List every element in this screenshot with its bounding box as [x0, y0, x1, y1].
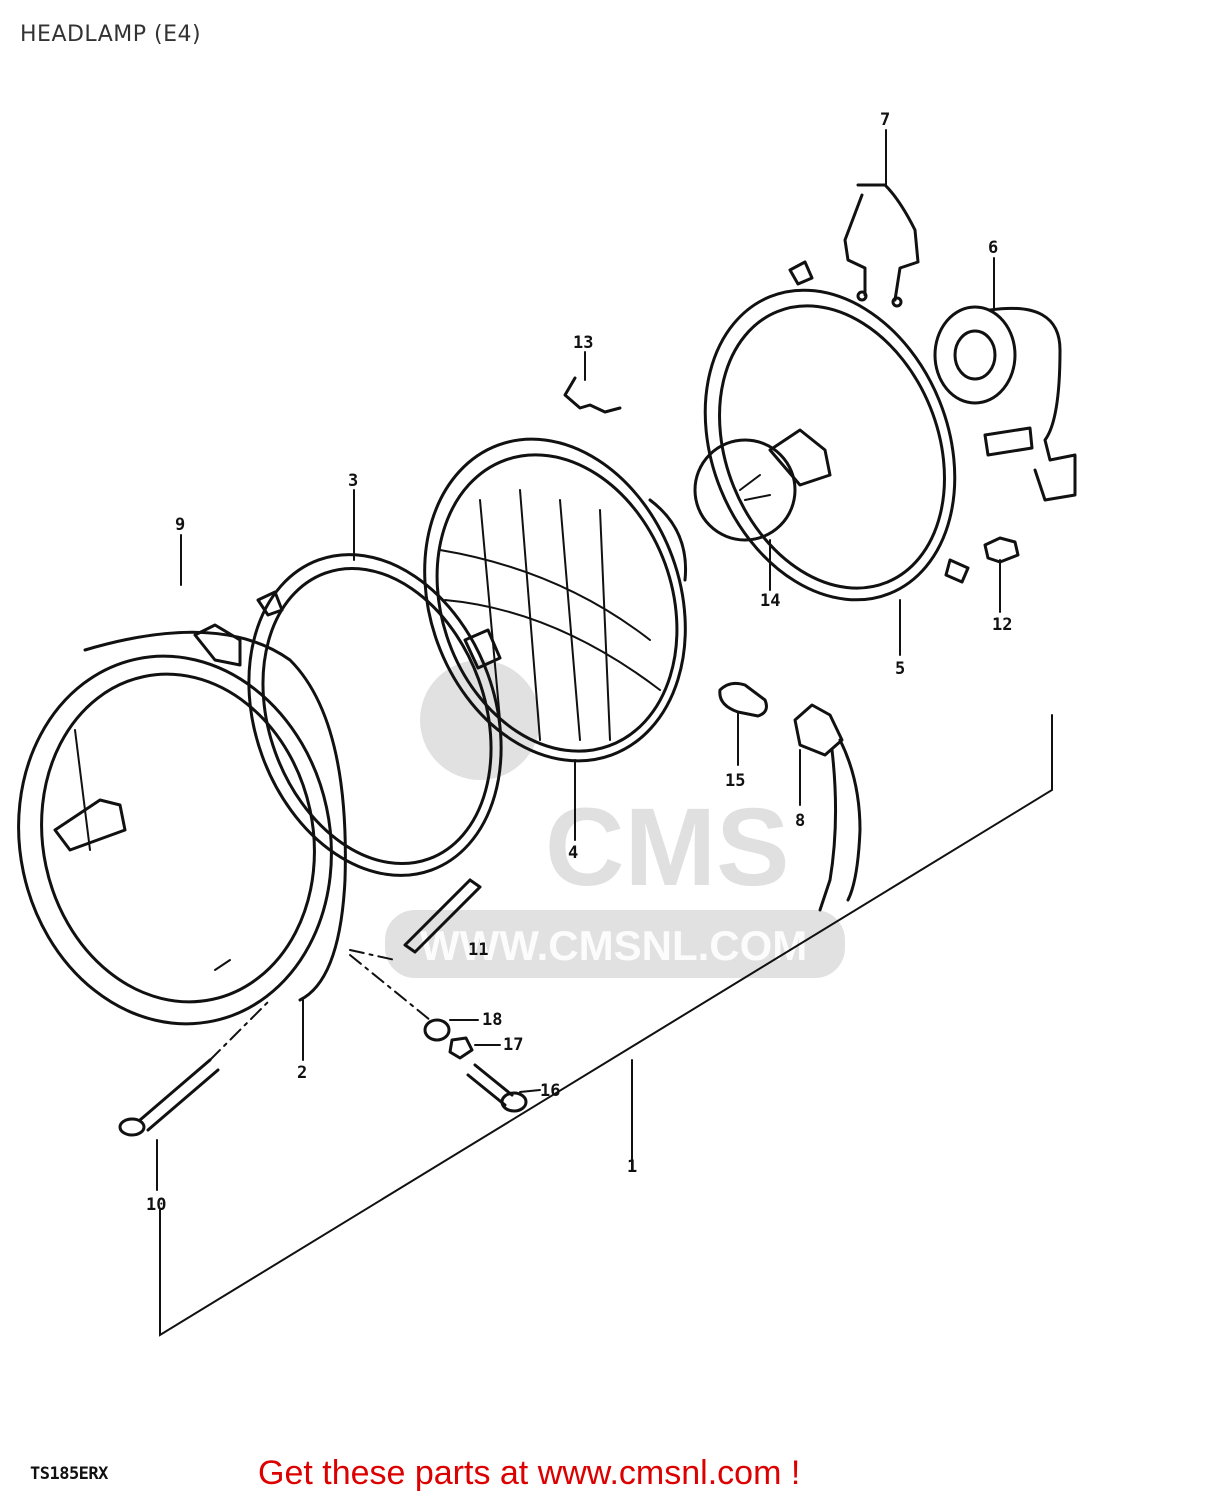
- part-pilot-bulb: [718, 681, 768, 718]
- callout-9: 9: [175, 515, 185, 535]
- callout-16: 16: [540, 1081, 560, 1101]
- watermark: CMS WWW.CMSNL.COM: [385, 660, 845, 978]
- callout-6: 6: [988, 238, 998, 258]
- part-reflector-ring: [703, 260, 970, 602]
- callout-1: 1: [627, 1157, 637, 1177]
- callout-2: 2: [297, 1063, 307, 1083]
- callout-5: 5: [895, 659, 905, 679]
- page-title: HEADLAMP (E4): [20, 22, 202, 47]
- callout-15: 15: [725, 771, 745, 791]
- part-screw-12: [983, 536, 1020, 564]
- callout-8: 8: [795, 811, 805, 831]
- part-rim-ring: [247, 553, 503, 877]
- callout-18: 18: [482, 1010, 502, 1030]
- watermark-url: WWW.CMSNL.COM: [420, 922, 807, 969]
- callout-10: 10: [146, 1195, 166, 1215]
- leader-lines: [156, 129, 1053, 1337]
- assembly-line: [209, 949, 431, 1061]
- part-nut-17: [448, 1036, 474, 1060]
- callout-7: 7: [880, 110, 890, 130]
- callout-17: 17: [503, 1035, 523, 1055]
- part-washer-18: [423, 1018, 451, 1042]
- callout-13: 13: [573, 333, 593, 353]
- callout-14: 14: [760, 591, 780, 611]
- part-socket: [933, 305, 1077, 502]
- part-stud-bolt: [403, 878, 482, 954]
- callout-4: 4: [568, 843, 578, 863]
- promo-link[interactable]: Get these parts at www.cmsnl.com !: [258, 1454, 801, 1492]
- model-code: TS185ERX: [30, 1464, 108, 1484]
- callout-12: 12: [992, 615, 1012, 635]
- part-pilot-socket: [793, 703, 862, 912]
- part-rim-housing: [17, 623, 347, 1026]
- part-bolt-16: [466, 1063, 528, 1113]
- part-spring-clip: [843, 183, 920, 308]
- part-lens-unit: [423, 437, 688, 763]
- part-long-bolt: [118, 1058, 220, 1137]
- callout-11: 11: [468, 940, 488, 960]
- watermark-brand: CMS: [545, 786, 789, 909]
- callout-3: 3: [348, 471, 358, 491]
- part-wire-clip: [563, 376, 622, 414]
- part-bulb: [693, 428, 832, 542]
